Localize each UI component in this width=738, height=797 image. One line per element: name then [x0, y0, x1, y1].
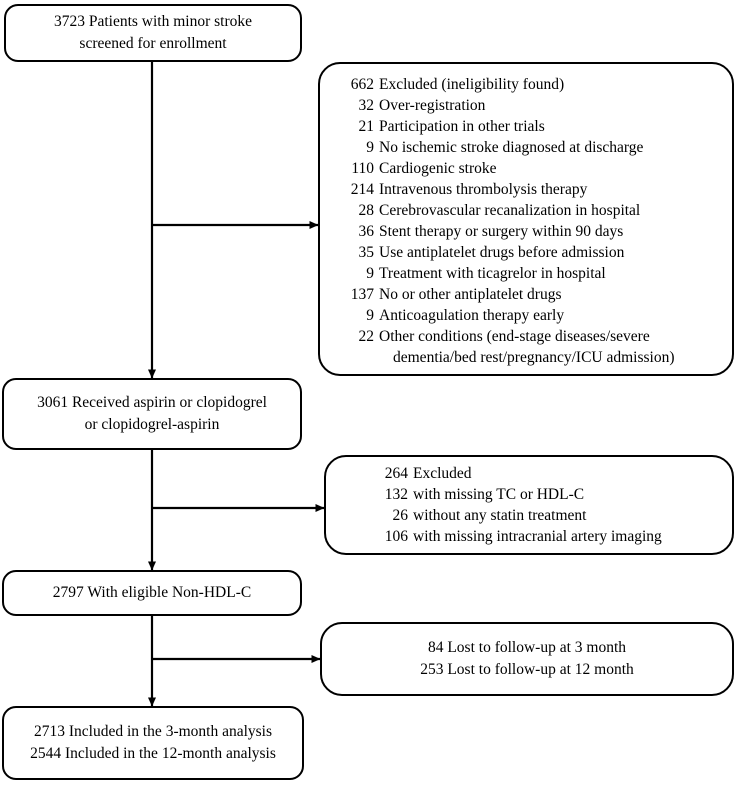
- list-item: 132 with missing TC or HDL-C: [374, 484, 732, 505]
- screened-line-2: screened for enrollment: [79, 35, 227, 52]
- item-label: Anticoagulation therapy early: [379, 307, 565, 324]
- screened-text: 3723 Patients with minor stroke screened…: [6, 11, 300, 55]
- eligible-line-1: 2797 With eligible Non-HDL-C: [52, 584, 252, 601]
- item-count: 36: [358, 223, 375, 240]
- first-exclusion-list: 662 Excluded (ineligibility found) 32 Ov…: [332, 74, 724, 368]
- received-text: 3061 Received aspirin or clopidogrel or …: [4, 392, 300, 436]
- received-treatment-box: 3061 Received aspirin or clopidogrel or …: [2, 378, 302, 450]
- item-label: Over-registration: [379, 97, 486, 114]
- item-count: 132: [384, 486, 408, 503]
- list-item: 35 Use antiplatelet drugs before admissi…: [332, 242, 724, 263]
- item-count: 9: [366, 139, 374, 156]
- list-item: 662 Excluded (ineligibility found): [332, 74, 724, 95]
- item-count: 9: [366, 307, 374, 324]
- item-label: Other conditions (end-stage diseases/sev…: [379, 328, 650, 345]
- list-item: 36 Stent therapy or surgery within 90 da…: [332, 221, 724, 242]
- screened-box: 3723 Patients with minor stroke screened…: [4, 4, 302, 62]
- lost-line-2: 253 Lost to follow-up at 12 month: [420, 661, 634, 678]
- item-label: Excluded (ineligibility found): [379, 76, 565, 93]
- item-label: No ischemic stroke diagnosed at discharg…: [379, 139, 644, 156]
- item-label: Excluded: [413, 465, 472, 482]
- item-count: 26: [392, 507, 409, 524]
- included-line-1: 2713 Included in the 3-month analysis: [33, 723, 273, 740]
- item-label: Use antiplatelet drugs before admission: [379, 244, 625, 261]
- item-count: 137: [350, 286, 374, 303]
- item-label: with missing intracranial artery imaging: [413, 528, 662, 545]
- eligible-nonhdlc-box: 2797 With eligible Non-HDL-C: [2, 570, 302, 616]
- list-item-continuation: dementia/bed rest/pregnancy/ICU admissio…: [332, 347, 724, 368]
- item-label: with missing TC or HDL-C: [413, 486, 585, 503]
- second-exclusion-list: 264 Excluded 132 with missing TC or HDL-…: [374, 463, 732, 547]
- item-label-continuation: dementia/bed rest/pregnancy/ICU admissio…: [393, 349, 675, 366]
- list-item: 28 Cerebrovascular recanalization in hos…: [332, 200, 724, 221]
- list-item: 9 No ischemic stroke diagnosed at discha…: [332, 137, 724, 158]
- list-item: 26 without any statin treatment: [374, 505, 732, 526]
- list-item: 9 Anticoagulation therapy early: [332, 305, 724, 326]
- screened-line-1: 3723 Patients with minor stroke: [53, 13, 253, 30]
- list-item: 22 Other conditions (end-stage diseases/…: [332, 326, 724, 347]
- item-label: Cardiogenic stroke: [379, 160, 497, 177]
- item-label: Cerebrovascular recanalization in hospit…: [379, 202, 641, 219]
- included-line-2: 2544 Included in the 12-month analysis: [30, 745, 276, 762]
- list-item: 9 Treatment with ticagrelor in hospital: [332, 263, 724, 284]
- list-item: 110 Cardiogenic stroke: [332, 158, 724, 179]
- eligible-text: 2797 With eligible Non-HDL-C: [4, 582, 300, 604]
- included-text: 2713 Included in the 3-month analysis 25…: [4, 721, 302, 765]
- item-count: 35: [358, 244, 375, 261]
- item-count: 110: [351, 160, 374, 177]
- item-label: Stent therapy or surgery within 90 days: [379, 223, 624, 240]
- item-count: 32: [358, 97, 375, 114]
- item-count: 214: [350, 181, 374, 198]
- received-line-2: or clopidogrel-aspirin: [84, 416, 220, 433]
- lost-text: 84 Lost to follow-up at 3 month 253 Lost…: [322, 637, 732, 681]
- second-exclusion-box: 264 Excluded 132 with missing TC or HDL-…: [324, 455, 734, 555]
- list-item: 137 No or other antiplatelet drugs: [332, 284, 724, 305]
- lost-to-followup-box: 84 Lost to follow-up at 3 month 253 Lost…: [320, 622, 734, 696]
- item-label: Intravenous thrombolysis therapy: [379, 181, 588, 198]
- item-count: 106: [384, 528, 408, 545]
- first-exclusion-box: 662 Excluded (ineligibility found) 32 Ov…: [318, 62, 734, 376]
- list-item: 21 Participation in other trials: [332, 116, 724, 137]
- received-line-1: 3061 Received aspirin or clopidogrel: [37, 394, 267, 411]
- list-item: 106 with missing intracranial artery ima…: [374, 526, 732, 547]
- item-count: 662: [350, 76, 374, 93]
- list-item: 264 Excluded: [374, 463, 732, 484]
- item-count: 22: [358, 328, 375, 345]
- item-count: 264: [384, 465, 408, 482]
- lost-line-1: 84 Lost to follow-up at 3 month: [427, 639, 627, 656]
- item-label: Participation in other trials: [379, 118, 545, 135]
- item-count: 21: [358, 118, 375, 135]
- list-item: 32 Over-registration: [332, 95, 724, 116]
- item-label: without any statin treatment: [413, 507, 587, 524]
- item-count: 9: [366, 265, 374, 282]
- included-analysis-box: 2713 Included in the 3-month analysis 25…: [2, 706, 304, 780]
- item-label: No or other antiplatelet drugs: [379, 286, 562, 303]
- item-count: 28: [358, 202, 375, 219]
- list-item: 214 Intravenous thrombolysis therapy: [332, 179, 724, 200]
- item-label: Treatment with ticagrelor in hospital: [379, 265, 606, 282]
